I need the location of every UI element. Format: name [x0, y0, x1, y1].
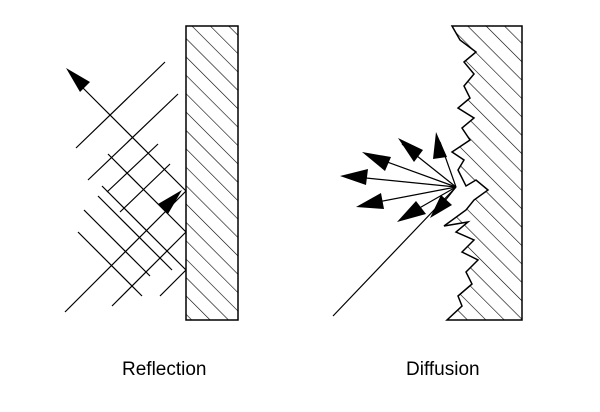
reflected-arrowhead: [66, 68, 90, 92]
wavefront-line: [77, 231, 143, 297]
scattered-arrowheads: [340, 132, 452, 222]
incident-arrowhead: [158, 190, 182, 214]
diffusion-caption: Diffusion: [406, 359, 480, 380]
reflection-caption: Reflection: [122, 359, 207, 380]
scattered-arrowhead: [398, 138, 423, 162]
wavefront-line: [83, 209, 151, 277]
reflected-ray: [74, 79, 187, 192]
reflected-ray: [107, 153, 187, 233]
wavefront-line: [75, 61, 166, 149]
rough-surface-block: [443, 25, 523, 321]
scattered-arrowhead: [397, 201, 426, 222]
reflection-panel: [64, 25, 239, 321]
wavefront-lines: [75, 61, 179, 297]
scattered-arrowhead: [340, 169, 368, 185]
incident-ray: [159, 269, 187, 297]
incident-ray: [111, 231, 187, 307]
wavefront-line: [106, 143, 159, 193]
wavefront-line: [87, 93, 179, 181]
mirror-block: [185, 25, 239, 321]
scattered-arrowhead: [356, 193, 384, 209]
scattered-arrowhead: [433, 132, 447, 159]
scattered-arrowhead: [362, 152, 391, 171]
reflected-rays: [74, 79, 187, 271]
wavefront-line: [119, 163, 171, 213]
scattered-arrowhead: [430, 195, 452, 218]
diffusion-panel: [332, 25, 523, 321]
wavefront-line: [97, 195, 173, 271]
reflected-ray: [101, 185, 187, 271]
